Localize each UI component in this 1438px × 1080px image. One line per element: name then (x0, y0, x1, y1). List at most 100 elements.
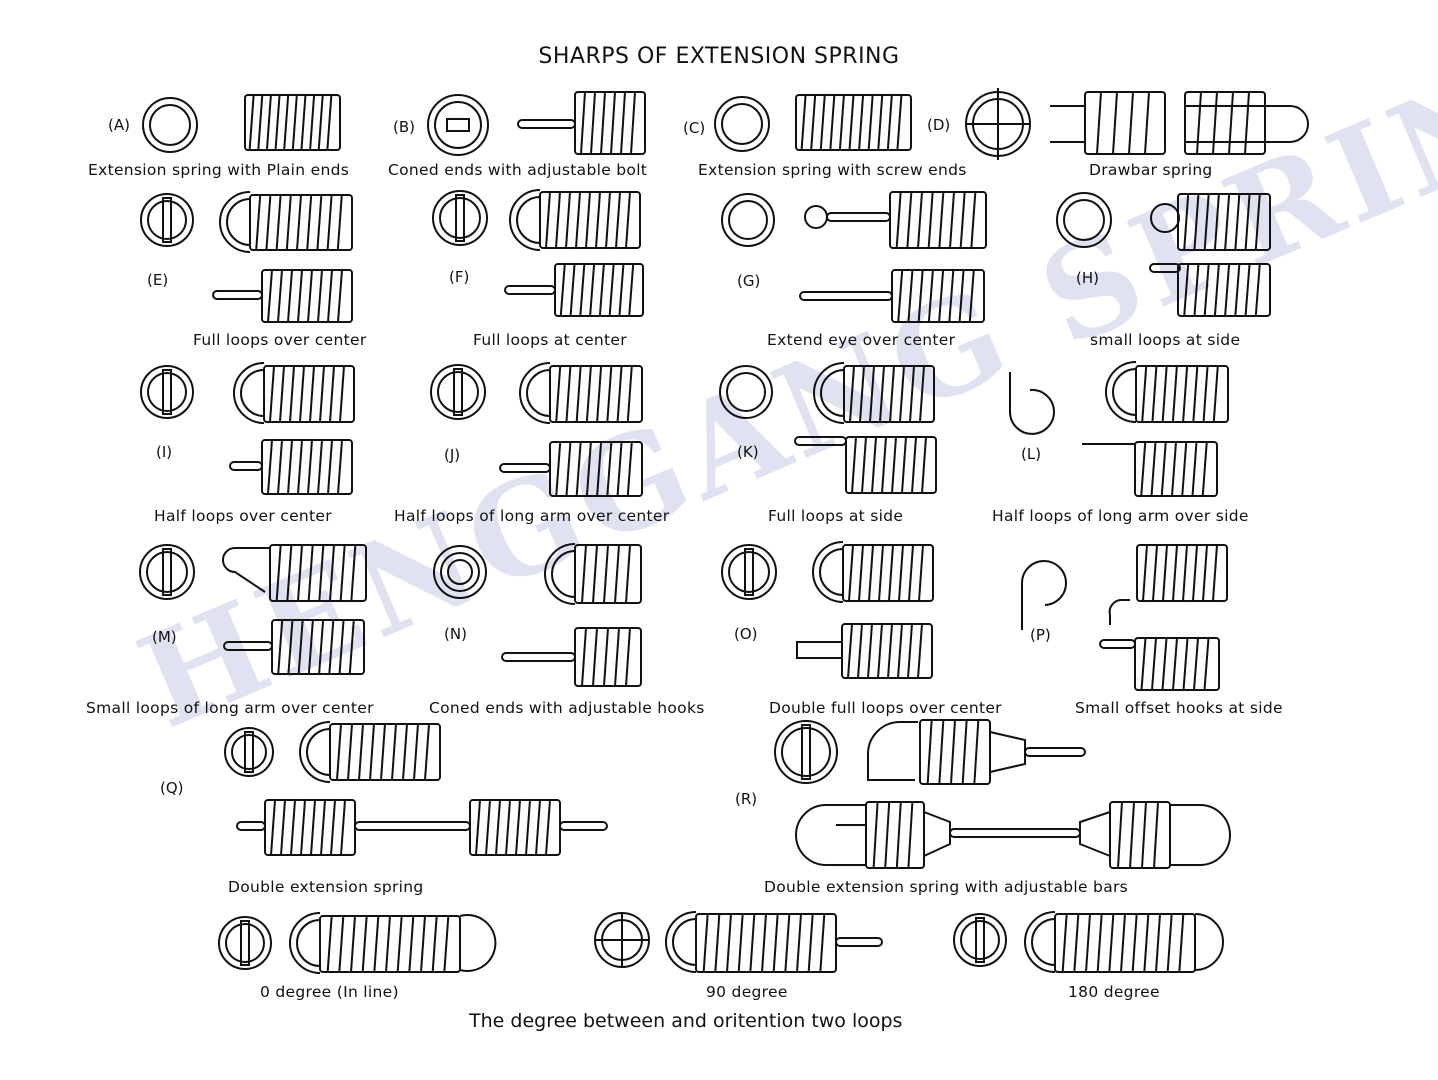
i-loop-outer (233, 362, 265, 424)
f-coil-turn (615, 191, 621, 249)
g-eye-arm (826, 212, 891, 222)
r-end-view-outer (774, 720, 838, 784)
k-side-coil-body (845, 436, 937, 494)
o-side-coil-turn (857, 623, 863, 679)
d-coil-right-turn (1228, 91, 1234, 155)
f-coil-turn (625, 191, 631, 249)
label-p: Small offset hooks at side (1075, 699, 1283, 717)
q-coil-turn (369, 723, 375, 781)
g-coil-body (889, 191, 987, 249)
deg0-right-loop (459, 914, 497, 972)
label-n: Coned ends with adjustable hooks (429, 699, 705, 717)
e-end-view-bar (162, 197, 172, 243)
g-coil-turn (959, 191, 966, 249)
k-loop-outer (813, 362, 845, 424)
deg90-coil-turn (784, 913, 791, 973)
b-coil-turn (610, 91, 616, 155)
m-side-coil-turn (297, 619, 304, 675)
q-coil-left-turn (320, 799, 326, 856)
q-coil-left-turn (280, 799, 286, 856)
b-coil-turn (580, 91, 586, 155)
e-side-coil-turn (287, 269, 293, 323)
deg0-coil-turn (420, 915, 426, 973)
m-arm (223, 641, 273, 651)
m-coil-turn (329, 544, 335, 602)
m-side-coil-turn (277, 619, 284, 675)
g-coil-turn (906, 191, 913, 249)
footer-caption: The degree between and oritention two lo… (469, 1010, 903, 1032)
e-side-coil-turn (337, 269, 343, 323)
r-left-cone (923, 811, 951, 857)
o-coil-turn (898, 544, 904, 602)
r-right-hook (1170, 804, 1231, 866)
diagram-title: SHARPS OF EXTENSION SPRING (538, 44, 900, 69)
k-side-coil-turn (871, 436, 877, 494)
e-end-view-outer (140, 193, 194, 247)
tag-e: (E) (147, 271, 169, 289)
label-r: Double extension spring with adjustable … (764, 878, 1129, 896)
r-right-coil-turn (1141, 801, 1147, 869)
j-coil-turn (555, 365, 562, 423)
k-side-coil-turn (911, 436, 917, 494)
n-side-coil-turn (614, 627, 620, 687)
h-side-coil-turn (1213, 263, 1220, 317)
h-loop (1150, 203, 1180, 233)
i-end-view-bar (162, 369, 172, 415)
deg180-end-view-bar (975, 917, 985, 963)
c-coil-turn (858, 94, 865, 151)
j-coil-turn (575, 365, 582, 423)
c-coil-turn (896, 94, 903, 151)
deg180-end-view-outer (953, 913, 1007, 967)
m-side-coil-turn (287, 619, 294, 675)
tag-j: (J) (444, 446, 461, 464)
e-side-coil-turn (327, 269, 333, 323)
p-coil-turn (1202, 544, 1208, 602)
label-j: Half loops of long arm over center (394, 507, 670, 525)
tag-o: (O) (734, 625, 758, 643)
o-side-coil-turn (887, 623, 893, 679)
e-coil-turn (326, 194, 333, 251)
tag-b: (B) (393, 118, 415, 136)
j-side-coil-turn (575, 441, 582, 497)
f-side-coil-turn (559, 263, 566, 317)
b-coil-turn (620, 91, 626, 155)
m-end-view-inner (146, 551, 188, 593)
tag-g: (G) (737, 272, 761, 290)
i-coil-turn (299, 365, 305, 423)
l-coil-turn (1212, 365, 1219, 423)
f-side-coil-turn (598, 263, 605, 317)
l-end-view (1009, 372, 1055, 435)
deg180-coil-turn (1166, 913, 1173, 973)
n-side-coil-turn (603, 627, 609, 687)
k-end-view-inner (726, 372, 766, 412)
q-coil-turn (336, 723, 342, 781)
tag-r: (R) (735, 790, 758, 808)
a-end-view-outer (142, 97, 198, 153)
k-side-coil-turn (901, 436, 907, 494)
c-end-view-inner (721, 103, 763, 145)
q-end-view-outer (224, 727, 274, 777)
r-left-coil-turn (872, 801, 879, 869)
label-m: Small loops of long arm over center (86, 699, 374, 717)
f-coil-turn (565, 191, 571, 249)
p-coil-turn (1192, 544, 1198, 602)
o-side-coil-turn (907, 623, 913, 679)
m-end-view-outer (139, 544, 195, 600)
b-coil-body (574, 91, 646, 155)
p-side-coil-turn (1140, 637, 1147, 691)
m-coil-turn (318, 544, 325, 602)
k-coil-turn (849, 365, 855, 423)
n-coil-turn (603, 544, 609, 604)
deg90-coil-turn (807, 913, 814, 973)
e-coil-turn (285, 194, 292, 251)
f-side-coil-turn (579, 263, 586, 317)
tag-h: (H) (1076, 269, 1099, 287)
e-arm (212, 290, 263, 300)
l-coil-body (1135, 365, 1229, 423)
n-end-core (447, 559, 473, 585)
m-hook (222, 547, 270, 593)
q-loop-inner (306, 728, 331, 776)
o-side-coil-turn (847, 623, 853, 679)
a-coil-turn (309, 94, 316, 151)
